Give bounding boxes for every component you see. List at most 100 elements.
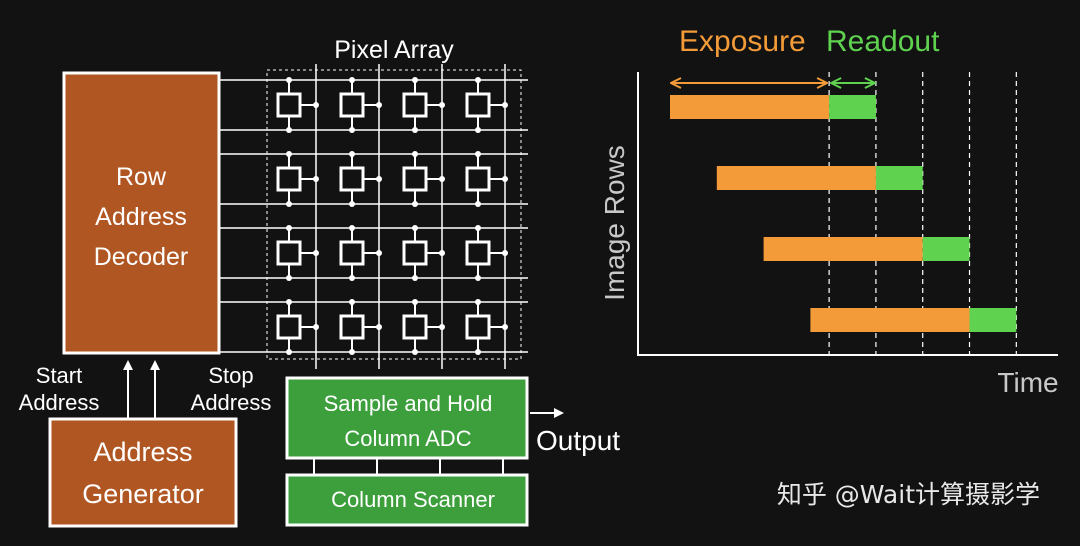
pixel-junction <box>412 275 418 281</box>
start-address-line-2: Address <box>19 390 100 415</box>
pixel-junction <box>412 299 418 305</box>
row-decoder-line-1: Row <box>116 163 167 191</box>
legend-exposure: Exposure <box>679 25 806 58</box>
pixel-junction <box>286 151 292 157</box>
row-decoder-line-3: Decoder <box>94 243 189 271</box>
pixel-cell <box>465 225 508 281</box>
pixel-cell <box>465 299 508 355</box>
exposure-bar <box>763 237 923 261</box>
pixel-photodiode <box>402 92 428 118</box>
readout-bar <box>875 166 923 190</box>
rolling-shutter-timing-chart: Exposure Readout Image Rows Time <box>599 25 1059 398</box>
pixel-array-boundary <box>266 69 522 360</box>
pixel-photodiode <box>465 92 491 118</box>
pixel-cell <box>339 299 382 355</box>
start-address-line-1: Start <box>36 363 82 388</box>
pixel-cell <box>276 225 319 281</box>
pixel-photodiode <box>339 92 365 118</box>
pixel-cell <box>402 77 445 133</box>
pixel-junction <box>286 127 292 133</box>
pixel-junction <box>349 201 355 207</box>
pixel-photodiode <box>276 92 302 118</box>
pixel-cell <box>465 77 508 133</box>
pixel-junction <box>286 225 292 231</box>
timing-dashed-lines <box>828 72 1017 355</box>
exposure-bar <box>810 308 970 332</box>
pixel-junction <box>286 299 292 305</box>
pixel-photodiode <box>402 166 428 192</box>
pixel-photodiode <box>402 314 428 340</box>
pixel-junction <box>376 176 382 182</box>
pixel-junction <box>502 102 508 108</box>
pixel-junction <box>475 225 481 231</box>
pixel-junction <box>412 151 418 157</box>
pixel-junction <box>502 176 508 182</box>
pixel-junction <box>412 201 418 207</box>
sensor-block-diagram: Row Address Decoder Pixel Array Start Ad… <box>19 36 620 528</box>
pixel-junction <box>475 299 481 305</box>
pixel-photodiode <box>465 240 491 266</box>
pixel-junction <box>475 201 481 207</box>
pixel-cell <box>402 151 445 207</box>
pixel-junction <box>502 250 508 256</box>
pixel-photodiode <box>465 314 491 340</box>
pixel-array-title: Pixel Array <box>334 36 454 64</box>
stop-address-line-2: Address <box>191 390 272 415</box>
pixel-photodiode <box>276 314 302 340</box>
watermark: 知乎 @Wait计算摄影学 <box>777 480 1040 509</box>
pixel-junction <box>439 324 445 330</box>
pixel-photodiode <box>402 240 428 266</box>
pixel-junction <box>313 324 319 330</box>
y-axis-label: Image Rows <box>599 145 630 301</box>
row-address-decoder: Row Address Decoder <box>62 71 221 355</box>
pixel-junction <box>376 250 382 256</box>
pixel-photodiode <box>276 166 302 192</box>
pixel-junction <box>286 201 292 207</box>
pixel-junction <box>502 324 508 330</box>
pixel-cell <box>276 77 319 133</box>
pixel-junction <box>439 250 445 256</box>
adc-scanner-connectors <box>313 458 504 475</box>
timing-row <box>716 166 923 190</box>
pixel-cell <box>276 151 319 207</box>
readout-bar <box>922 237 970 261</box>
timing-bars <box>670 95 1017 332</box>
pixel-junction <box>475 77 481 83</box>
pixel-junction <box>313 102 319 108</box>
pixel-cell <box>339 151 382 207</box>
column-scanner-box <box>285 473 529 527</box>
pixel-junction <box>349 151 355 157</box>
column-scanner-label: Column Scanner <box>331 487 495 512</box>
pixel-junction <box>349 127 355 133</box>
pixel-array <box>219 64 528 369</box>
pixel-junction <box>349 299 355 305</box>
pixel-cell <box>402 225 445 281</box>
pixel-junction <box>286 275 292 281</box>
readout-bar <box>969 308 1017 332</box>
pixel-junction <box>349 349 355 355</box>
pixel-photodiode <box>276 240 302 266</box>
pixel-junction <box>376 102 382 108</box>
sample-hold-box <box>285 376 529 460</box>
address-generator-box <box>48 417 238 528</box>
row-decoder-box <box>62 71 221 355</box>
address-generator-line-2: Generator <box>82 479 204 509</box>
address-generator-line-1: Address <box>93 437 192 467</box>
readout-bar <box>829 95 876 119</box>
pixel-cell <box>339 77 382 133</box>
exposure-bar <box>670 95 830 119</box>
pixel-photodiode <box>339 166 365 192</box>
pixel-cell <box>339 225 382 281</box>
pixel-junction <box>439 102 445 108</box>
pixel-junction <box>475 151 481 157</box>
pixel-cell <box>465 151 508 207</box>
sample-hold-line-2: Column ADC <box>344 426 471 451</box>
timing-row <box>670 95 876 119</box>
pixel-junction <box>313 176 319 182</box>
pixel-junction <box>412 225 418 231</box>
pixel-photodiode <box>339 314 365 340</box>
sample-hold-line-1: Sample and Hold <box>324 391 493 416</box>
address-generator: Address Generator <box>48 417 238 528</box>
pixel-junction <box>376 324 382 330</box>
